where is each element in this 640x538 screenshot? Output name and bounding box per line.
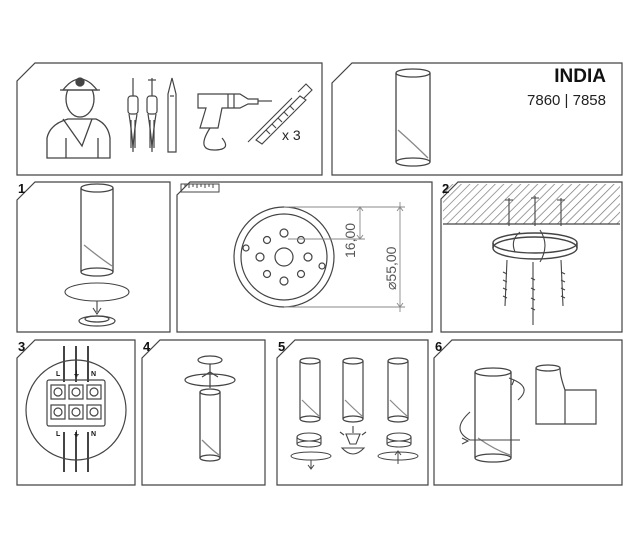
terminal-bottom-label-l: L xyxy=(56,431,61,438)
anchor-quantity: x 3 xyxy=(282,127,301,143)
technician-icon xyxy=(46,77,111,159)
panel-step-4 xyxy=(141,339,266,486)
terminal-top-label-n: N xyxy=(91,371,96,378)
wall-anchor-icon xyxy=(247,83,313,145)
product-cylinder-icon xyxy=(395,68,431,167)
step6-rotation-arrows xyxy=(459,377,525,445)
step5-cylinders xyxy=(299,357,409,423)
step-number-6: 6 xyxy=(435,339,443,354)
dimension-lines xyxy=(284,202,405,312)
panel-step-dimensions xyxy=(176,181,433,333)
terminal-top-label-earth: ⏚ xyxy=(73,370,80,378)
step6-cylinder xyxy=(474,367,512,463)
terminal-bottom-label-n: N xyxy=(91,431,96,438)
model-numbers: 7860 | 7858 xyxy=(527,92,606,109)
ceiling-hatch xyxy=(443,184,620,224)
panel-step-5 xyxy=(276,339,429,486)
panel-step-1 xyxy=(16,181,171,333)
ceiling-plate xyxy=(492,232,578,260)
step-number-5: 5 xyxy=(278,339,286,354)
terminal-block-drawing xyxy=(25,346,127,472)
ruler-icon xyxy=(180,183,220,193)
ceiling-anchors xyxy=(505,196,565,226)
panel-step-6 xyxy=(433,339,623,486)
step-number-4: 4 xyxy=(143,339,151,354)
panel-tools xyxy=(16,62,323,176)
step1-rotation-arrow xyxy=(64,282,130,315)
step-number-3: 3 xyxy=(18,339,26,354)
mounting-plate-drawing xyxy=(233,206,335,308)
step4-cap xyxy=(184,355,236,388)
step1-mount-plate xyxy=(78,315,116,327)
dimension-outer-label: ⌀55,00 xyxy=(383,246,399,290)
product-name: INDIA xyxy=(554,66,606,87)
step5-fittings xyxy=(296,426,412,455)
step4-cylinder xyxy=(199,388,221,462)
step5-rotation-arrows xyxy=(290,450,419,470)
mounting-screws xyxy=(502,259,566,325)
step-number-2: 2 xyxy=(442,181,450,196)
ceiling-wires xyxy=(512,229,546,263)
screwdrivers-icon xyxy=(127,77,177,153)
drill-icon xyxy=(197,93,272,151)
step6-angled-fitting xyxy=(535,364,597,425)
terminal-top-label-l: L xyxy=(56,371,61,378)
panel-step-3 xyxy=(16,339,136,486)
step1-cylinder xyxy=(80,183,114,277)
terminal-bottom-label-earth: ⏚ xyxy=(73,430,80,438)
panel-product xyxy=(331,62,623,176)
dimension-inner-label: 16,00 xyxy=(342,223,358,258)
step-number-1: 1 xyxy=(18,181,26,196)
